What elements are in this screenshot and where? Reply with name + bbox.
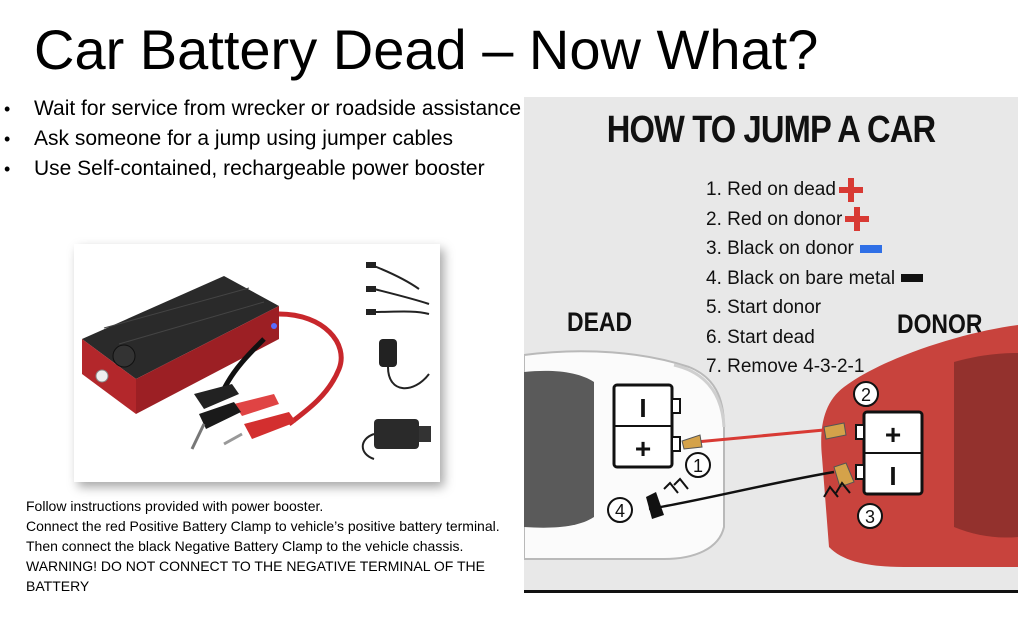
step-text: 7. Remove 4-3-2-1 bbox=[706, 356, 865, 377]
step-text: 6. Start dead bbox=[706, 326, 815, 348]
bullet-dot-icon: • bbox=[4, 99, 11, 119]
donor-battery-negative-symbol: I bbox=[889, 461, 896, 491]
jump-step: 6. Start dead bbox=[706, 323, 923, 353]
bullet-dot-icon: • bbox=[4, 159, 11, 179]
jump-step: 5. Start donor bbox=[706, 293, 923, 323]
donor-battery-icon: + I bbox=[855, 410, 924, 496]
red-plus-icon bbox=[845, 207, 870, 232]
jump-step: 3. Black on donor bbox=[706, 234, 923, 264]
red-plus-icon bbox=[838, 177, 863, 202]
dead-battery-negative-symbol: I bbox=[639, 393, 646, 423]
wall-charger-icon bbox=[361, 419, 431, 460]
bullet-item: • Wait for service from wrecker or roadsi… bbox=[0, 94, 530, 124]
step-1-number: 1 bbox=[693, 456, 703, 476]
donor-battery-positive-symbol: + bbox=[885, 419, 901, 450]
bullet-item: • Use Self-contained, rechargeable power … bbox=[0, 154, 530, 184]
bullet-dot-icon: • bbox=[4, 129, 11, 149]
donor-car-label: DONOR bbox=[897, 309, 983, 339]
step-3-marker-icon: 3 bbox=[857, 503, 883, 529]
step-4-marker-icon: 4 bbox=[607, 497, 633, 523]
dead-battery-icon: I + bbox=[612, 383, 681, 469]
step-3-number: 3 bbox=[865, 507, 875, 527]
step-4-number: 4 bbox=[615, 501, 625, 521]
jump-step: 1. Red on dead bbox=[706, 175, 923, 205]
red-clamp-icon bbox=[223, 311, 344, 446]
power-booster-icon bbox=[82, 276, 279, 414]
jump-step: 4. Black on bare metal bbox=[706, 264, 924, 294]
bullet-text: Ask someone for a jump using jumper cabl… bbox=[34, 127, 454, 150]
black-minus-icon bbox=[901, 274, 924, 283]
instruction-line: Connect the red Positive Battery Clamp t… bbox=[26, 518, 500, 594]
step-2-number: 2 bbox=[861, 385, 871, 405]
infographic-bottom-border bbox=[524, 590, 1018, 593]
black-cable-icon bbox=[646, 462, 855, 519]
blue-minus-icon bbox=[859, 244, 882, 253]
jump-step: 2. Red on donor bbox=[706, 205, 923, 235]
power-booster-photo bbox=[74, 244, 440, 482]
jump-car-infographic: HOW TO JUMP A CAR 1. Red on dead 2. Red … bbox=[524, 97, 1018, 593]
bullet-text: Use Self-contained, rechargeable power b… bbox=[34, 157, 485, 180]
dead-car-label: DEAD bbox=[567, 307, 633, 337]
power-booster-illustration bbox=[82, 262, 431, 460]
jump-steps-list: 1. Red on dead 2. Red on donor 3. Black … bbox=[706, 175, 924, 382]
red-cable-icon bbox=[681, 422, 847, 450]
step-text: 2. Red on donor bbox=[706, 208, 843, 230]
usb-cable-icon bbox=[366, 262, 430, 315]
instruction-line: Follow instructions provided with power … bbox=[26, 498, 324, 514]
bullet-item: • Ask someone for a jump using jumper cab… bbox=[0, 124, 530, 154]
step-text: 5. Start donor bbox=[706, 297, 822, 318]
car-charger-icon bbox=[379, 339, 430, 390]
black-clamp-icon bbox=[190, 337, 266, 450]
booster-instructions: Follow instructions provided with power … bbox=[26, 496, 526, 596]
step-text: 1. Red on dead bbox=[706, 179, 836, 200]
jump-diagram: I + + I bbox=[524, 325, 1018, 567]
jump-step: 7. Remove 4-3-2-1 bbox=[706, 352, 923, 382]
dead-battery-positive-symbol: + bbox=[635, 433, 651, 464]
step-2-marker-icon: 2 bbox=[853, 381, 879, 407]
slide-title: Car Battery Dead – Now What? bbox=[34, 18, 819, 81]
step-text: 4. Black on bare metal bbox=[706, 267, 896, 289]
step-1-marker-icon: 1 bbox=[685, 452, 711, 478]
infographic-title: HOW TO JUMP A CAR bbox=[606, 109, 936, 151]
bullet-text: Wait for service from wrecker or roadsid… bbox=[34, 97, 522, 120]
step-text: 3. Black on donor bbox=[706, 238, 854, 259]
bullet-list: • Wait for service from wrecker or roadsi… bbox=[0, 94, 530, 184]
